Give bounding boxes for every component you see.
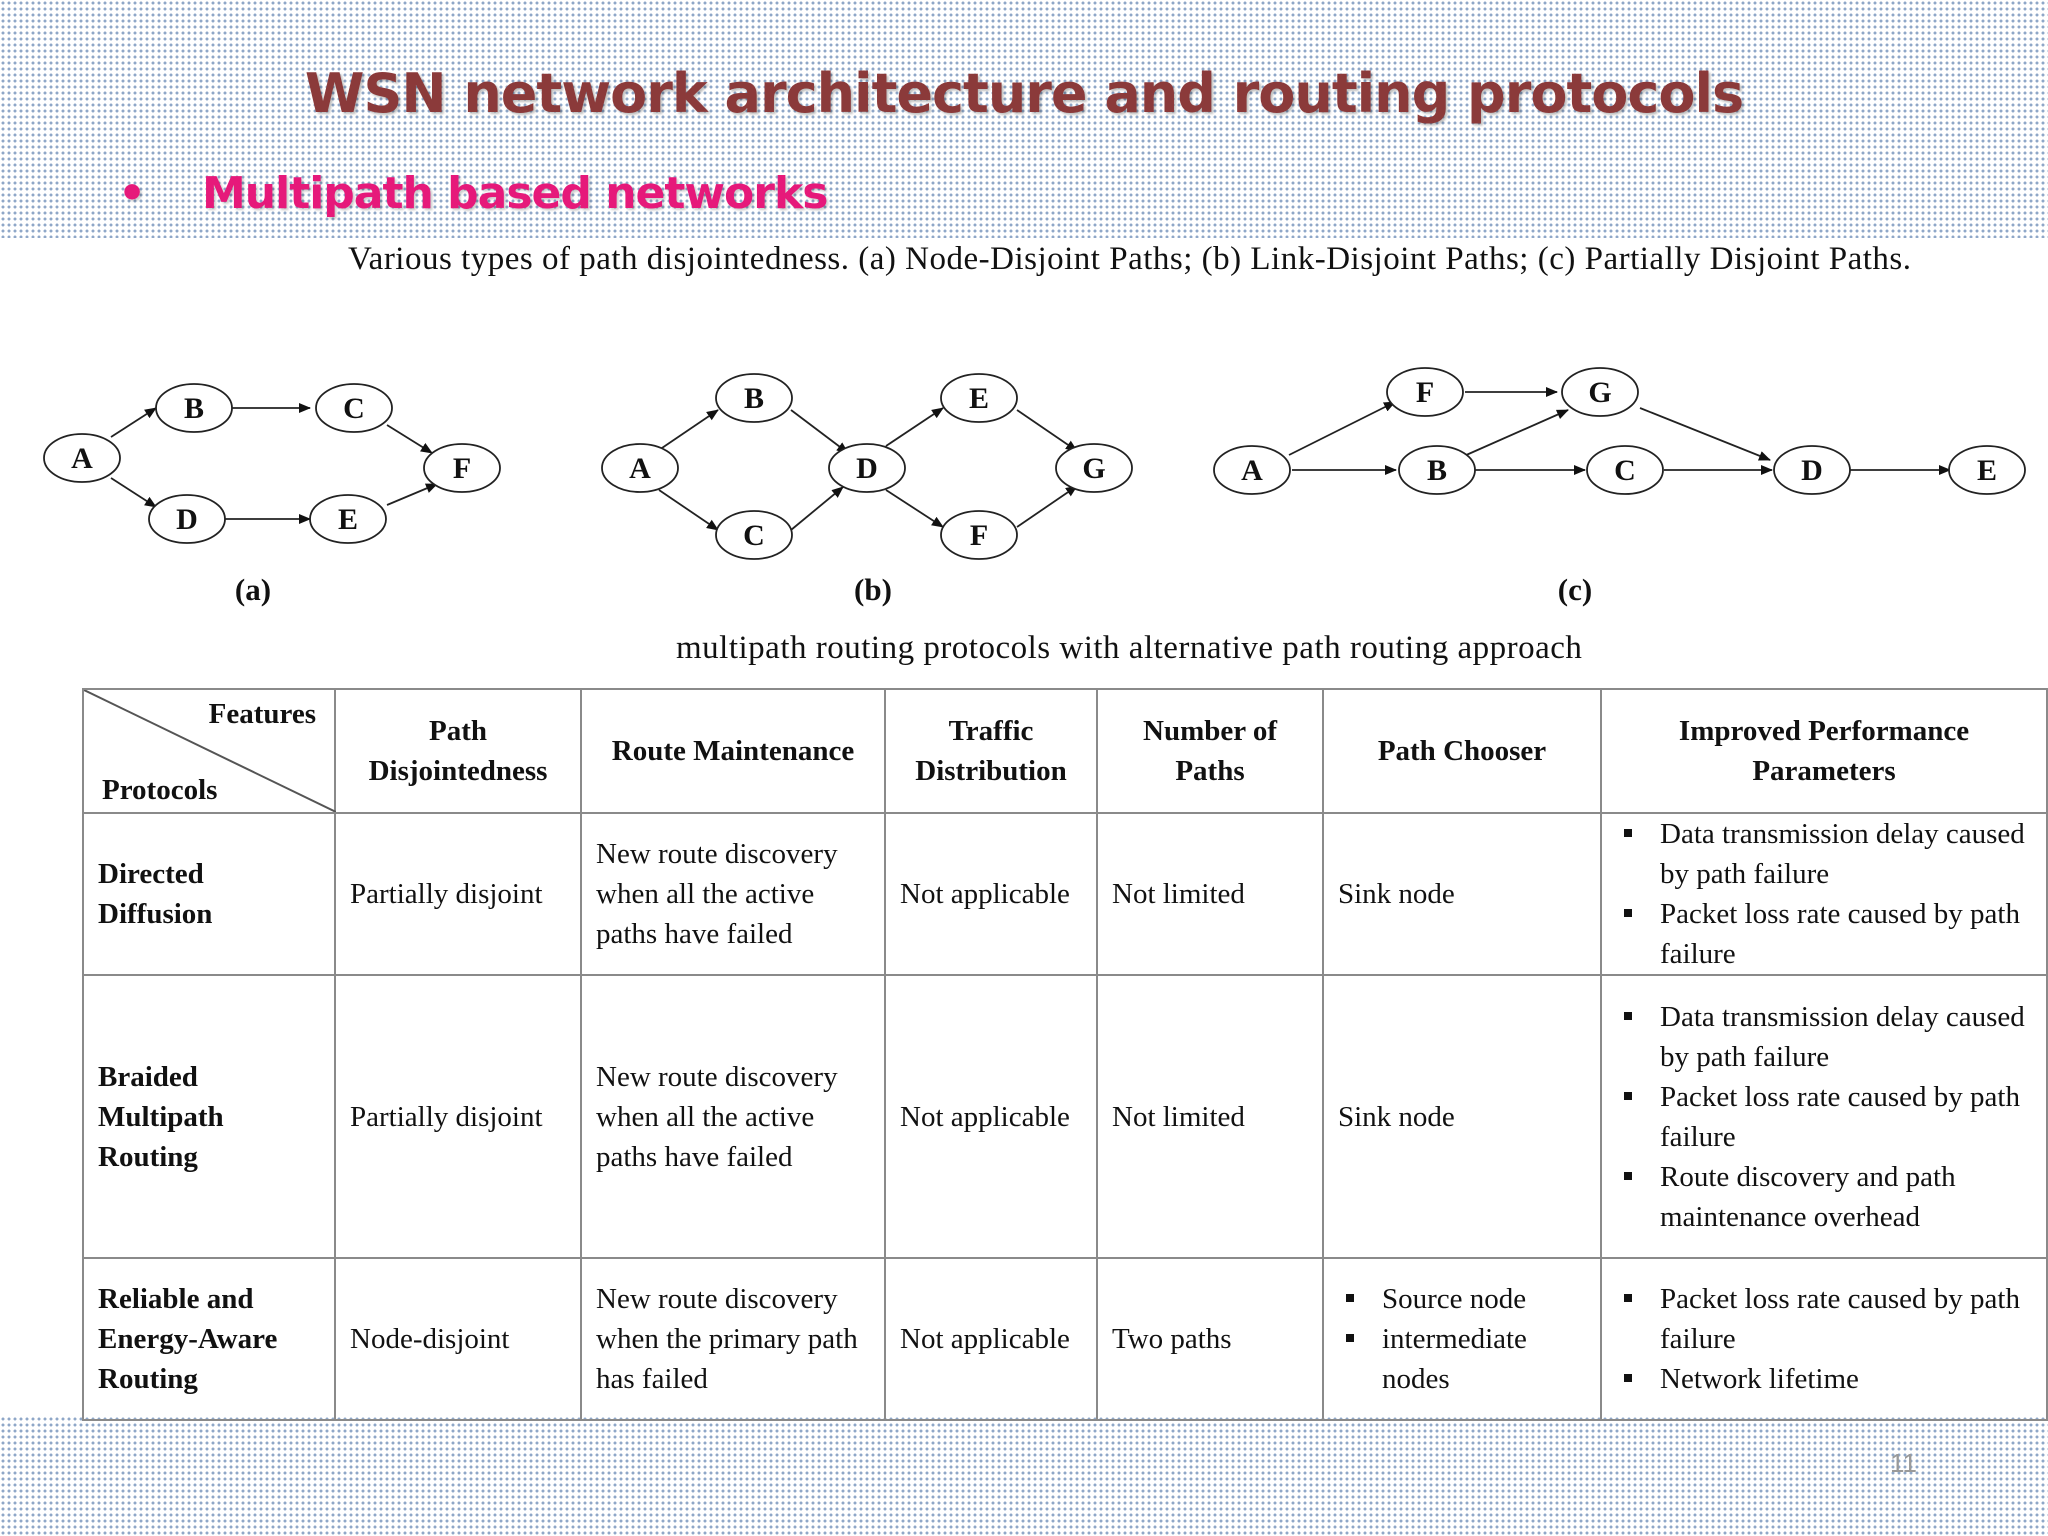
cell-params: Packet loss rate caused by path failure … <box>1600 1257 2048 1421</box>
graph-node-f: F <box>423 443 501 493</box>
graph-node-label: F <box>453 452 471 485</box>
graph-node-label: E <box>969 382 989 415</box>
table-title: multipath routing protocols with alterna… <box>676 630 1583 666</box>
col-header: Number of Paths <box>1096 688 1324 814</box>
corner-features-label: Features <box>208 698 316 730</box>
col-header: Path Chooser <box>1322 688 1602 814</box>
graph-node-f: F <box>1386 367 1464 417</box>
chooser-item: intermediate nodes <box>1338 1319 1586 1399</box>
page-number: 11 <box>1890 1448 1917 1478</box>
graph-node-label: F <box>1416 376 1434 409</box>
path-diagrams: A B C D E F (a) A B C D E F G (b) F G A B C D E (c) <box>43 367 2026 607</box>
corner-protocols-label: Protocols <box>102 774 218 806</box>
graph-node-a: A <box>601 443 679 493</box>
graph-node-b: B <box>155 383 233 433</box>
cell-paths: Not limited <box>1096 974 1324 1259</box>
col-header: Improved Performance Parameters <box>1600 688 2048 814</box>
graph-node-label: D <box>176 503 198 536</box>
param-item: Data transmission delay caused by path f… <box>1616 814 2032 894</box>
graph-node-c: C <box>715 510 793 560</box>
cell-disjointedness: Node-disjoint <box>334 1257 582 1421</box>
table-row: Directed Diffusion Partially disjoint Ne… <box>82 812 2048 976</box>
protocol-table: Features Protocols Path Disjointedness R… <box>82 688 2048 1421</box>
param-item: Packet loss rate caused by path failure <box>1616 1279 2032 1359</box>
graph-node-label: E <box>338 503 358 536</box>
graph-node-label: G <box>1082 452 1105 485</box>
cell-traffic: Not applicable <box>884 1257 1098 1421</box>
graph-node-d: D <box>1773 445 1851 495</box>
graph-node-label: F <box>970 519 988 552</box>
corner-diagonal <box>84 690 336 812</box>
cell-disjointedness: Partially disjoint <box>334 812 582 976</box>
bullet-icon: • <box>118 168 146 219</box>
slide-title: WSN network architecture and routing pro… <box>304 62 1744 125</box>
graph-node-label: C <box>1614 454 1636 487</box>
protocol-name: Directed Diffusion <box>82 812 336 976</box>
cell-chooser: Sink node <box>1322 812 1602 976</box>
graph-node-label: B <box>184 392 204 425</box>
cell-params: Data transmission delay caused by path f… <box>1600 974 2048 1259</box>
param-item: Packet loss rate caused by path failure <box>1616 1077 2032 1157</box>
graph-node-label: C <box>343 392 365 425</box>
graph-node-label: D <box>856 452 878 485</box>
graph-node-f: F <box>940 510 1018 560</box>
table-row: Reliable and Energy-Aware Routing Node-d… <box>82 1257 2048 1421</box>
table-row: Braided Multipath Routing Partially disj… <box>82 974 2048 1259</box>
graph-node-label: D <box>1801 454 1823 487</box>
protocol-name: Reliable and Energy-Aware Routing <box>82 1257 336 1421</box>
chooser-item: Source node <box>1338 1279 1586 1319</box>
cell-disjointedness: Partially disjoint <box>334 974 582 1259</box>
cell-paths: Not limited <box>1096 812 1324 976</box>
protocol-name: Braided Multipath Routing <box>82 974 336 1259</box>
graph-node-label: G <box>1588 376 1611 409</box>
corner-header: Features Protocols <box>82 688 336 814</box>
graph-node-c: C <box>1586 445 1664 495</box>
param-item: Network lifetime <box>1616 1359 2032 1399</box>
graph-nodes: A B C D E F (a) A B C D E F G (b) F G A B C D E (c) <box>43 367 2026 607</box>
graph-node-g: G <box>1055 443 1133 493</box>
cell-maintenance: New route discovery when the primary pat… <box>580 1257 886 1421</box>
col-header: Route Maintenance <box>580 688 886 814</box>
param-item: Packet loss rate caused by path failure <box>1616 894 2032 974</box>
cell-maintenance: New route discovery when all the active … <box>580 974 886 1259</box>
param-item: Route discovery and path maintenance ove… <box>1616 1157 2032 1237</box>
graph-caption-label: (a) <box>235 572 271 607</box>
graph-node-b: B <box>1398 445 1476 495</box>
cell-traffic: Not applicable <box>884 974 1098 1259</box>
edges <box>110 387 1951 531</box>
graph-node-c: C <box>315 383 393 433</box>
graph-caption-label: (b) <box>854 572 892 607</box>
cell-chooser: Source node intermediate nodes <box>1322 1257 1602 1421</box>
cell-params: Data transmission delay caused by path f… <box>1600 812 2048 976</box>
graph-node-label: E <box>1977 454 1997 487</box>
col-header: Traffic Distribution <box>884 688 1098 814</box>
graph-node-label: A <box>1241 454 1263 487</box>
graph-caption-label: (c) <box>1558 572 1592 607</box>
graph-node-a: A <box>43 433 121 483</box>
graph-node-a: A <box>1213 445 1291 495</box>
col-header: Path Disjointedness <box>334 688 582 814</box>
cell-paths: Two paths <box>1096 1257 1324 1421</box>
graph-node-d: D <box>148 494 226 544</box>
bullet-item: • Multipath based networks <box>118 168 828 219</box>
graph-node-label: A <box>629 452 651 485</box>
graph-node-label: C <box>743 519 765 552</box>
graph-node-label: B <box>1427 454 1447 487</box>
graph-node-e: E <box>1948 445 2026 495</box>
graph-node-e: E <box>309 494 387 544</box>
cell-traffic: Not applicable <box>884 812 1098 976</box>
graph-node-label: A <box>71 442 93 475</box>
bullet-text: Multipath based networks <box>202 168 828 219</box>
graph-node-e: E <box>940 373 1018 423</box>
table-header-row: Features Protocols Path Disjointedness R… <box>82 688 2048 814</box>
cell-maintenance: New route discovery when all the active … <box>580 812 886 976</box>
graph-node-d: D <box>828 443 906 493</box>
param-item: Data transmission delay caused by path f… <box>1616 997 2032 1077</box>
graph-node-g: G <box>1561 367 1639 417</box>
cell-chooser: Sink node <box>1322 974 1602 1259</box>
graph-node-label: B <box>744 382 764 415</box>
figure-caption: Various types of path disjointedness. (a… <box>348 241 1912 277</box>
graph-node-b: B <box>715 373 793 423</box>
